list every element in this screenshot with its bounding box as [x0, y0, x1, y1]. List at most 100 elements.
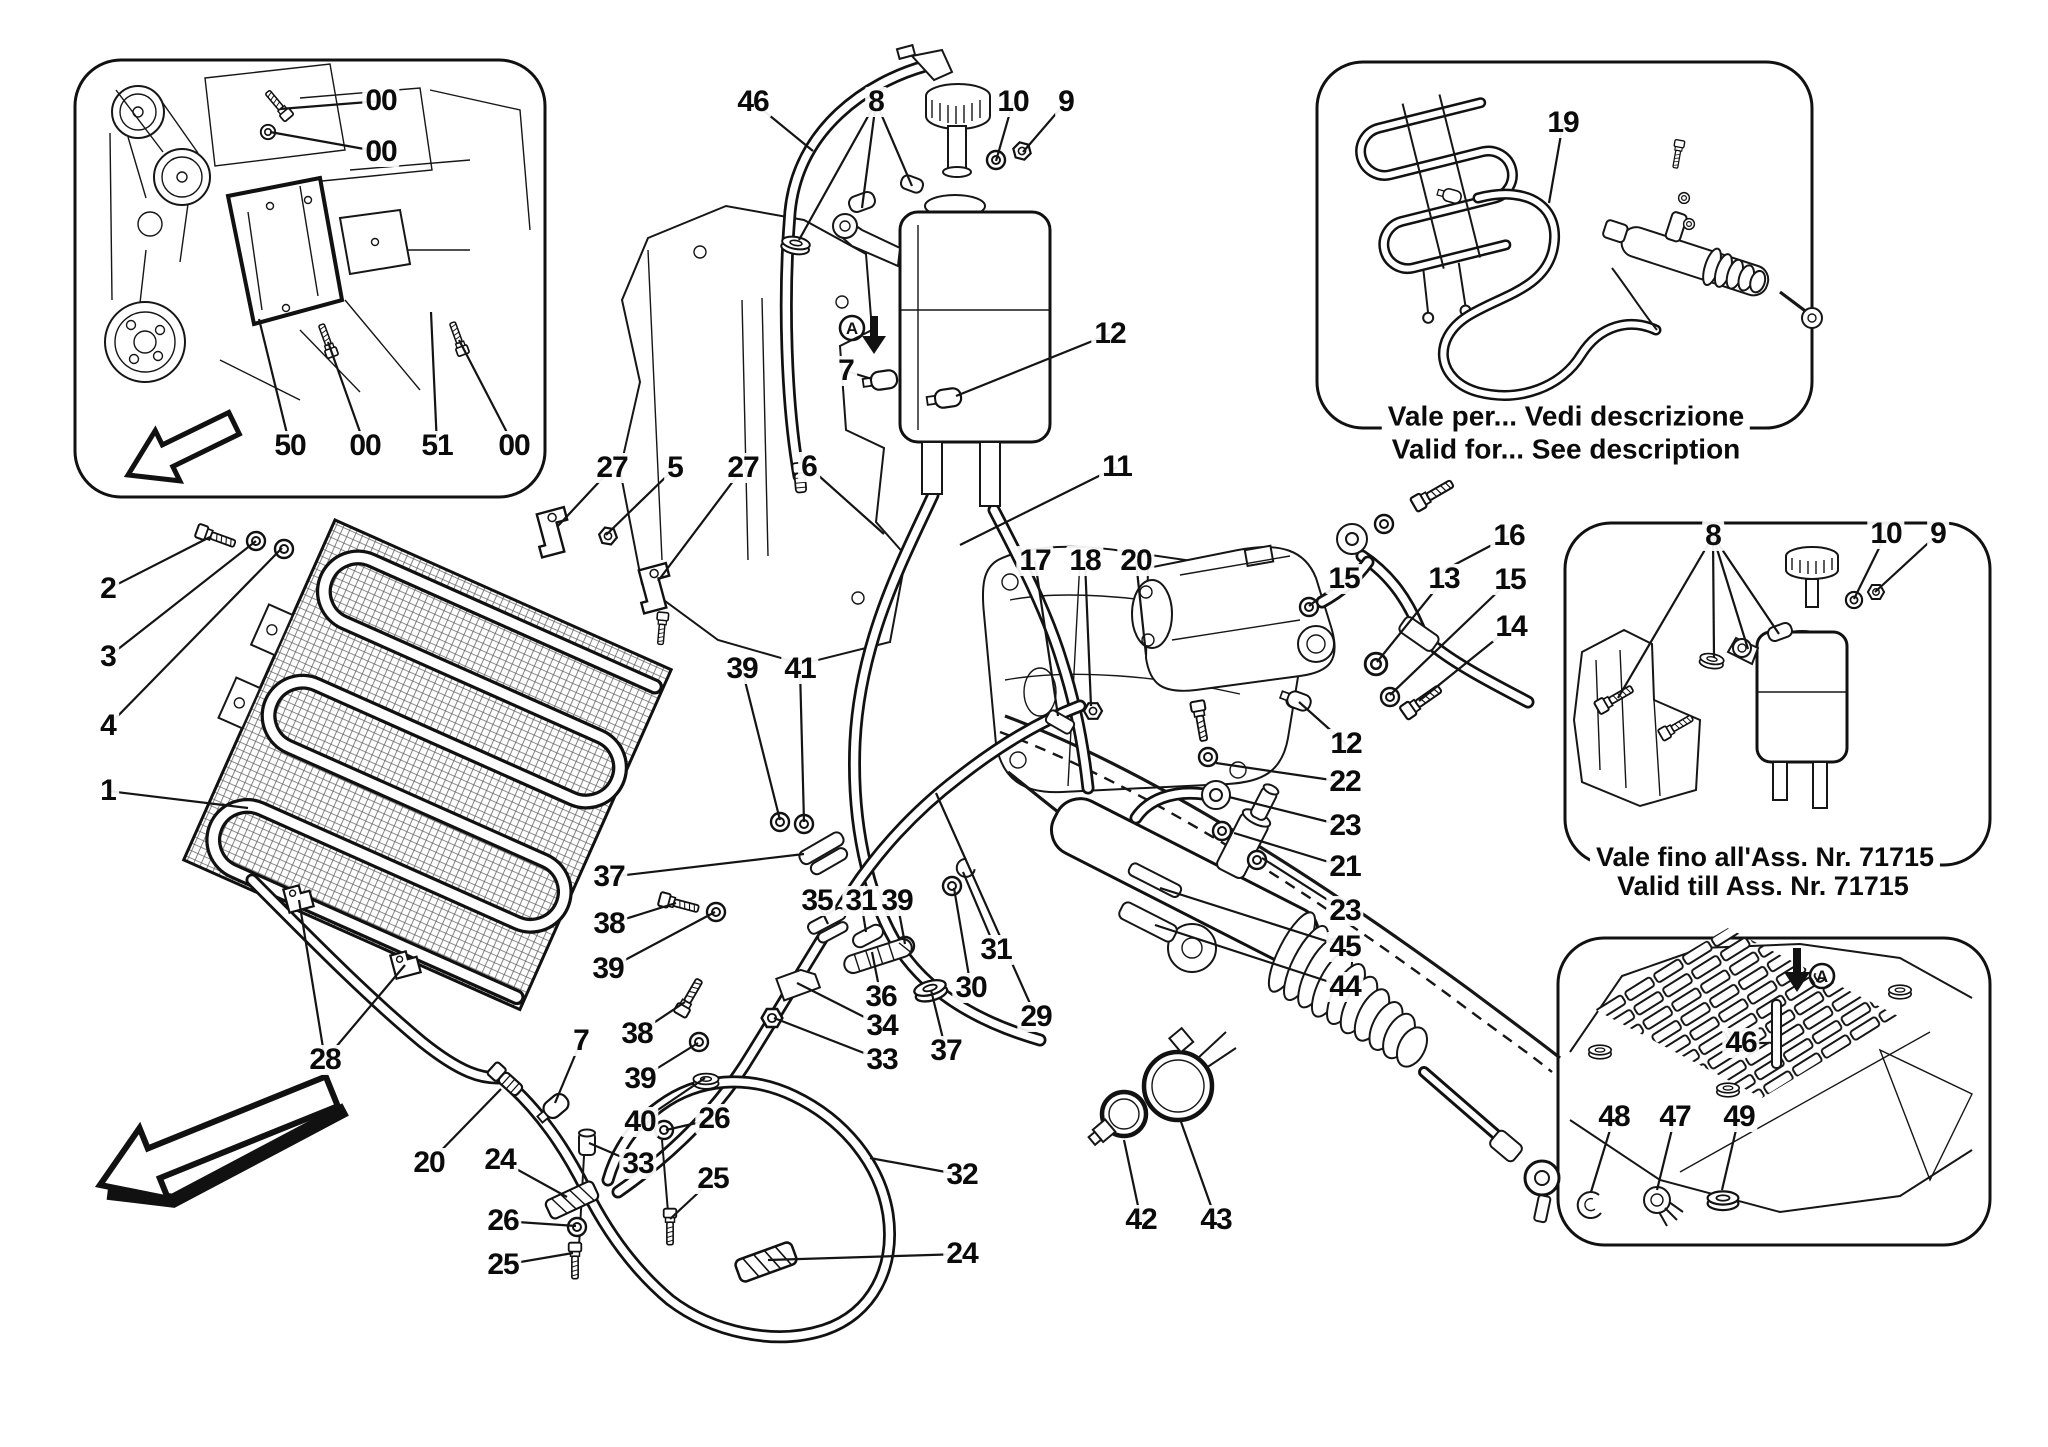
rack-saddle-44 [1118, 901, 1178, 943]
flow-arrow-icon [1784, 948, 1810, 992]
inset-validfor-drawing [1355, 94, 1823, 395]
callout-31: 31 [977, 935, 1015, 965]
leader-line-28 [297, 899, 327, 1061]
clamp-42-part [1087, 1089, 1149, 1147]
callout-00: 00 [362, 137, 400, 167]
callout-10: 10 [1867, 519, 1905, 549]
callout-46: 46 [734, 87, 772, 117]
callout-21: 21 [1326, 852, 1364, 882]
callout-26: 26 [484, 1206, 522, 1236]
callout-12: 12 [1091, 319, 1129, 349]
leader-line-43 [1178, 1118, 1218, 1221]
leader-line-8 [860, 101, 878, 209]
callout-00: 00 [495, 431, 533, 461]
leader-line-3 [107, 540, 257, 658]
leader-line-51 [429, 311, 439, 447]
leader-line-8 [1711, 535, 1716, 658]
callout-42: 42 [1122, 1205, 1160, 1235]
callout-47: 47 [1656, 1102, 1694, 1132]
direction-arrow-main [94, 1072, 349, 1208]
callout-24: 24 [481, 1145, 519, 1175]
callout-00: 00 [362, 86, 400, 116]
callout-27: 27 [724, 453, 762, 483]
inset-underbody-drawing [1569, 928, 1973, 1227]
leader-line-1 [107, 789, 249, 810]
caption-validfor-it: Vale per... Vedi descrizione [1381, 401, 1751, 431]
callout-31: 31 [842, 886, 880, 916]
callout-38: 38 [618, 1019, 656, 1049]
callout-45: 45 [1326, 932, 1364, 962]
callout-39: 39 [878, 886, 916, 916]
caption-validfor-en: Valid for... See description [1385, 434, 1747, 464]
callout-28: 28 [306, 1045, 344, 1075]
leader-line-29 [934, 792, 1038, 1018]
callout-30: 30 [952, 973, 990, 1003]
leader-line-4 [107, 547, 283, 727]
leader-line-45 [1159, 886, 1346, 949]
callout-16: 16 [1490, 521, 1528, 551]
callout-8: 8 [1702, 521, 1724, 551]
hoses-drawing [502, 43, 1528, 1337]
callout-14: 14 [1492, 612, 1530, 642]
pin-part [1771, 999, 1782, 1069]
callout-39: 39 [589, 954, 627, 984]
svg-text:A: A [1816, 967, 1828, 986]
leader-line-15 [1389, 579, 1511, 696]
leader-line-12 [955, 332, 1111, 398]
callout-2: 2 [97, 574, 119, 604]
callout-10: 10 [994, 87, 1032, 117]
leader-line-8 [798, 101, 877, 241]
reservoir-drawing [779, 83, 1052, 507]
cooler-drawing [181, 518, 674, 1078]
callout-39: 39 [621, 1064, 659, 1094]
callout-7: 7 [570, 1026, 592, 1056]
callout-9: 9 [1927, 519, 1949, 549]
callout-13: 13 [1425, 564, 1463, 594]
leader-line-30 [952, 887, 973, 989]
callout-23: 23 [1326, 896, 1364, 926]
callout-19: 19 [1544, 108, 1582, 138]
pump-drawing [1131, 544, 1336, 692]
callout-49: 49 [1720, 1102, 1758, 1132]
leader-line-18 [1083, 560, 1093, 707]
callout-50: 50 [271, 431, 309, 461]
grate [1592, 928, 1898, 1098]
callout-4: 4 [97, 711, 119, 741]
inset-underbody-border [1556, 936, 1992, 1247]
callout-51: 51 [418, 431, 456, 461]
leader-line-8 [1617, 535, 1714, 699]
caption-validtill-it: Vale fino all'Ass. Nr. 71715 [1589, 842, 1941, 871]
callout-26: 26 [695, 1104, 733, 1134]
callout-5: 5 [664, 453, 686, 483]
leader-line-20 [1134, 560, 1148, 656]
leader-line-11 [959, 466, 1118, 546]
callout-17: 17 [1016, 546, 1054, 576]
callout-15: 15 [1491, 565, 1529, 595]
callout-32: 32 [943, 1160, 981, 1190]
leader-line-6 [808, 466, 885, 535]
leader-line-17 [1033, 560, 1060, 717]
callout-8: 8 [865, 87, 887, 117]
callout-1: 1 [97, 776, 119, 806]
callout-9: 9 [1055, 87, 1077, 117]
callout-27: 27 [593, 453, 631, 483]
direction-arrow-inset [123, 409, 243, 484]
leader-line-8 [1712, 535, 1780, 635]
callout-7: 7 [835, 356, 857, 386]
leader-line-28 [324, 964, 406, 1061]
flow-arrow-main [862, 316, 886, 354]
callout-20: 20 [1117, 546, 1155, 576]
leader-line-44 [1154, 923, 1346, 989]
callout-35: 35 [798, 886, 836, 916]
section-marker-A: A [838, 314, 866, 342]
leader-line-5 [605, 467, 676, 536]
callout-37: 37 [590, 862, 628, 892]
callout-33: 33 [619, 1149, 657, 1179]
callout-40: 40 [621, 1107, 659, 1137]
leader-line-00 [458, 339, 515, 447]
inset-rack-drawing [1602, 138, 1823, 331]
callout-22: 22 [1326, 767, 1364, 797]
